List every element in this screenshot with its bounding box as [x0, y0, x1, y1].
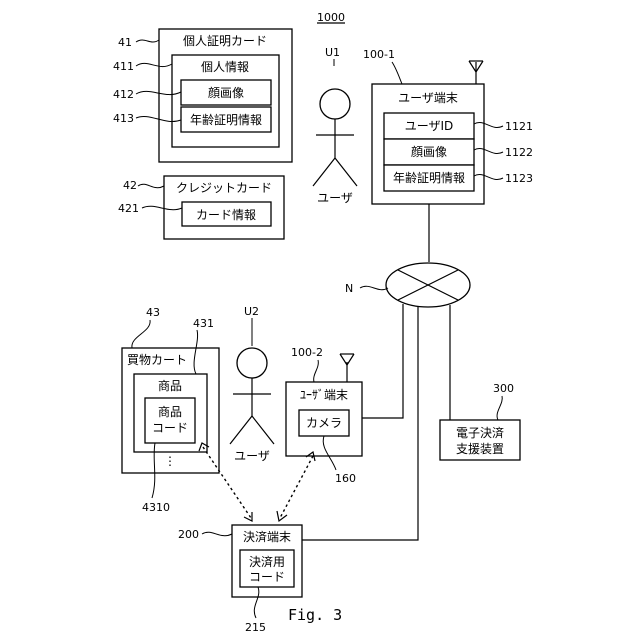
cart-leader — [132, 320, 150, 348]
user-terminal-2: 100-2 ﾕｰｻﾞ端末 カメラ 160 — [286, 346, 362, 485]
user-terminal-1: 100-1 ユーザ端末 ユーザID 1121 顔画像 1122 年齢証明情報 1… — [363, 48, 533, 204]
product-label: 商品 — [158, 378, 182, 393]
terminal-1-title: ユーザ端末 — [398, 91, 458, 105]
figure-caption: Fig. 3 — [288, 606, 342, 624]
payment-code-ref: 215 — [245, 621, 266, 634]
user-1-ref: U1 — [325, 46, 340, 59]
terminal-2-title: ﾕｰｻﾞ端末 — [300, 388, 348, 402]
user-2-right-leg — [252, 416, 274, 444]
payment-support-leader — [497, 396, 502, 420]
payment-code-line-2: コード — [249, 570, 285, 584]
card-info-label: カード情報 — [196, 208, 256, 222]
network: N — [302, 204, 470, 540]
credit-card-leader — [138, 184, 164, 187]
terminal-2-ref: 100-2 — [291, 346, 323, 359]
credit-card-title: クレジットカード — [176, 181, 272, 195]
antenna-1-icon — [469, 61, 483, 84]
figure-number: 1000 — [317, 11, 345, 24]
user-id-ref: 1121 — [505, 120, 533, 133]
network-leader — [360, 286, 388, 289]
user-1-left-leg — [313, 158, 335, 186]
product-code-line-2: コード — [152, 421, 188, 435]
camera-ref: 160 — [335, 472, 356, 485]
user-id-label: ユーザID — [405, 119, 454, 133]
user-1-right-leg — [335, 158, 357, 186]
user-1: U1 ユーザ — [313, 46, 357, 205]
payment-code-line-1: 決済用 — [249, 554, 285, 569]
credit-card: クレジットカード 42 カード情報 421 — [118, 176, 284, 239]
credit-card-ref: 42 — [123, 179, 137, 192]
user-2-ref: U2 — [244, 305, 259, 318]
personal-info: 個人情報 411 顔画像 412 年齢証明情報 413 — [113, 55, 279, 147]
terminal-2-network-link — [362, 304, 403, 418]
payment-terminal: 200 決済端末 決済用 コード 215 — [178, 525, 302, 634]
payment-code-read-link — [280, 456, 313, 518]
payment-support-line-1: 電子決済 — [456, 425, 504, 440]
shopping-cart: 43 買物カート 431 商品 商品 コード ⋮ 4310 — [122, 306, 219, 514]
id-card: 個人証明カード 41 個人情報 411 顔画像 412 年齢証明情報 413 — [113, 29, 292, 162]
id-card-leader — [136, 40, 159, 42]
user-2: U2 ユーザ — [230, 305, 274, 463]
personal-info-ref: 411 — [113, 60, 134, 73]
payment-support-device: 300 電子決済 支援装置 — [440, 382, 520, 460]
id-card-ref: 41 — [118, 36, 132, 49]
age-proof-ref: 413 — [113, 112, 134, 125]
payment-support-ref: 300 — [493, 382, 514, 395]
face-image-record-label: 顔画像 — [411, 144, 447, 159]
user-2-head — [237, 348, 267, 378]
face-image-label: 顔画像 — [208, 85, 244, 100]
payment-terminal-leader — [202, 532, 232, 535]
user-2-label: ユーザ — [234, 449, 270, 463]
product-ref: 431 — [193, 317, 214, 330]
payment-terminal-title: 決済端末 — [243, 529, 291, 544]
terminal-1-ref: 100-1 — [363, 48, 395, 61]
age-proof-label: 年齢証明情報 — [190, 112, 262, 127]
age-proof-record-ref: 1123 — [505, 172, 533, 185]
payment-support-line-2: 支援装置 — [456, 442, 504, 456]
user-1-head — [320, 89, 350, 119]
terminal-2-leader — [314, 360, 319, 382]
cart-title: 買物カート — [127, 353, 187, 367]
face-image-ref: 412 — [113, 88, 134, 101]
id-card-title: 個人証明カード — [183, 34, 267, 48]
product-code-line-1: 商品 — [158, 404, 182, 419]
user-2-left-leg — [230, 416, 252, 444]
personal-info-title: 個人情報 — [201, 60, 249, 74]
card-info-ref: 421 — [118, 202, 139, 215]
age-proof-record-label: 年齢証明情報 — [393, 170, 465, 185]
terminal-1-leader — [392, 62, 402, 84]
face-image-record-ref: 1122 — [505, 146, 533, 159]
antenna-2-icon — [340, 354, 354, 382]
payment-code-read-arrow-down — [277, 511, 287, 521]
camera-label: カメラ — [306, 416, 342, 430]
cart-ellipsis: ⋮ — [164, 454, 176, 468]
network-ref: N — [345, 282, 353, 295]
cart-ref: 43 — [146, 306, 160, 319]
payment-terminal-ref: 200 — [178, 528, 199, 541]
product-code-ref: 4310 — [142, 501, 170, 514]
user-1-label: ユーザ — [317, 191, 353, 205]
svg-text:1000: 1000 — [317, 11, 345, 24]
